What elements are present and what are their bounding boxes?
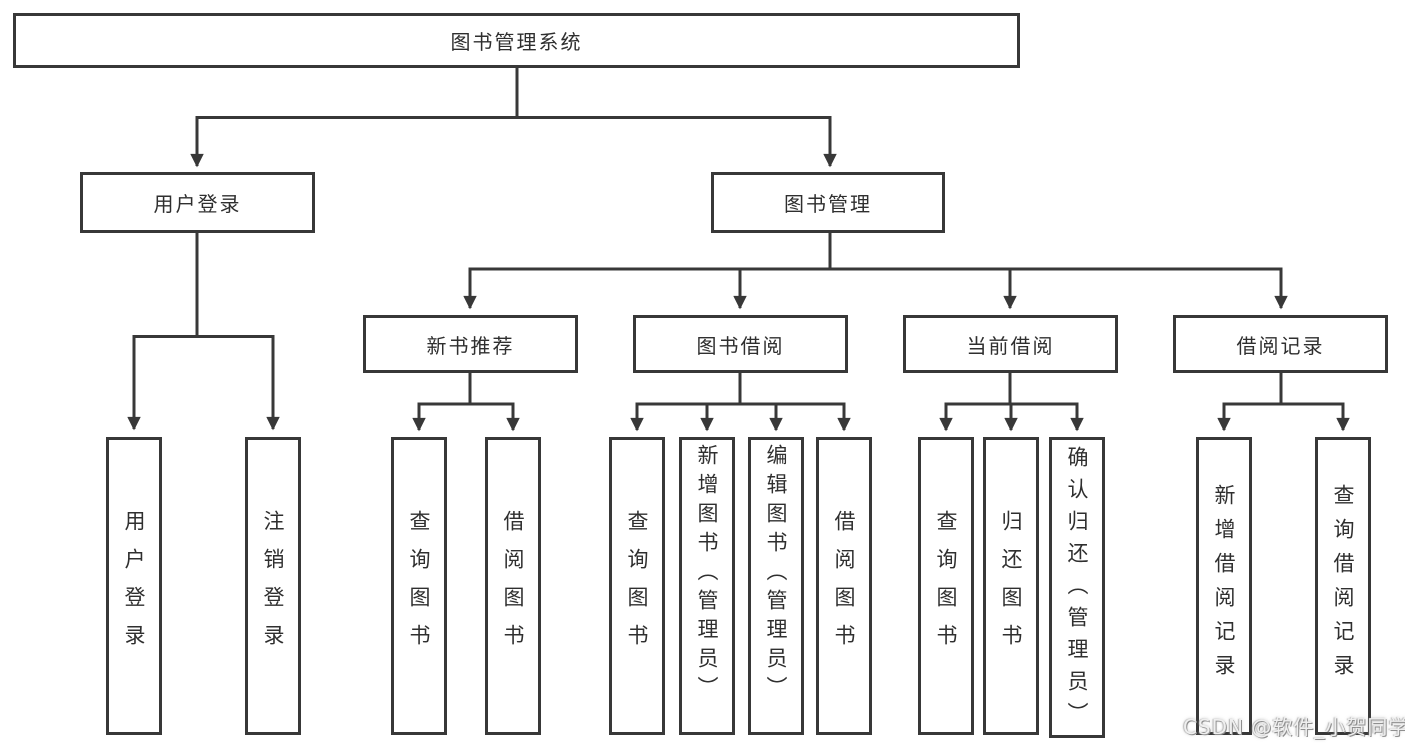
csdn-watermark: CSDN @软件_小贺同学 — [1183, 715, 1405, 739]
node-book-management: 图书管理 — [711, 172, 945, 233]
leaf-user-login: 用户登录 — [106, 437, 162, 735]
node-library-management-system: 图书管理系统 — [13, 13, 1020, 68]
node-new-book-recommendation: 新书推荐 — [363, 315, 578, 373]
leaf-add-borrow-record: 新增借阅记录 — [1196, 437, 1252, 735]
node-user-login: 用户登录 — [80, 172, 315, 233]
leaf-query-book-borrowing: 查询图书 — [609, 437, 665, 735]
leaf-borrow-book-recommend: 借阅图书 — [485, 437, 541, 735]
leaf-logout: 注销登录 — [245, 437, 301, 735]
leaf-edit-book-admin: 编辑图书（管理员） — [748, 437, 804, 735]
node-borrowing-records: 借阅记录 — [1173, 315, 1388, 373]
leaf-borrow-book: 借阅图书 — [816, 437, 872, 735]
leaf-confirm-return-admin: 确认归还（管理员） — [1049, 437, 1105, 738]
leaf-add-book-admin: 新增图书（管理员） — [679, 437, 735, 735]
leaf-return-book: 归还图书 — [983, 437, 1039, 735]
node-current-borrowing: 当前借阅 — [903, 315, 1118, 373]
leaf-query-book-recommend: 查询图书 — [391, 437, 447, 735]
leaf-query-borrow-record: 查询借阅记录 — [1315, 437, 1371, 735]
leaf-query-book-current: 查询图书 — [918, 437, 974, 735]
node-book-borrowing: 图书借阅 — [633, 315, 848, 373]
